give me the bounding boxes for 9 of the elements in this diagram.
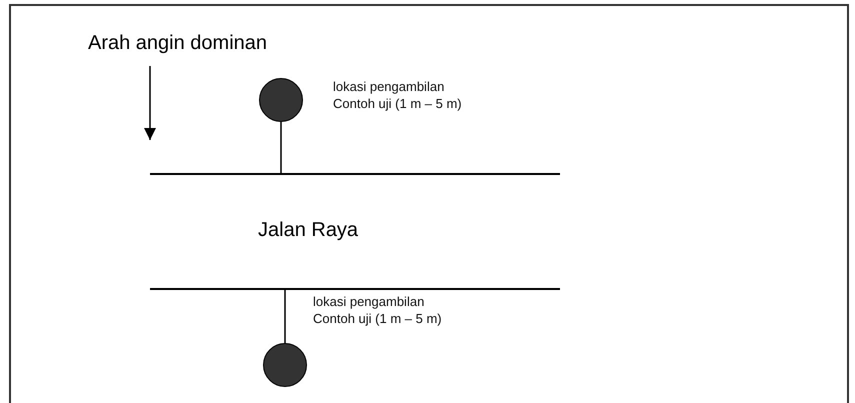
road-label: Jalan Raya	[258, 219, 358, 242]
sampling-point-marker	[259, 78, 303, 122]
location-caption: lokasi pengambilan Contoh uji (1 m – 5 m)	[313, 293, 443, 327]
wind-direction-label: Arah angin dominan	[88, 32, 268, 55]
sampling-point-marker	[263, 343, 307, 387]
location-caption: lokasi pengambilan Contoh uji (1 m – 5 m)	[333, 78, 463, 112]
road	[150, 173, 560, 290]
connector-line	[280, 122, 282, 173]
connector-line	[284, 290, 286, 343]
